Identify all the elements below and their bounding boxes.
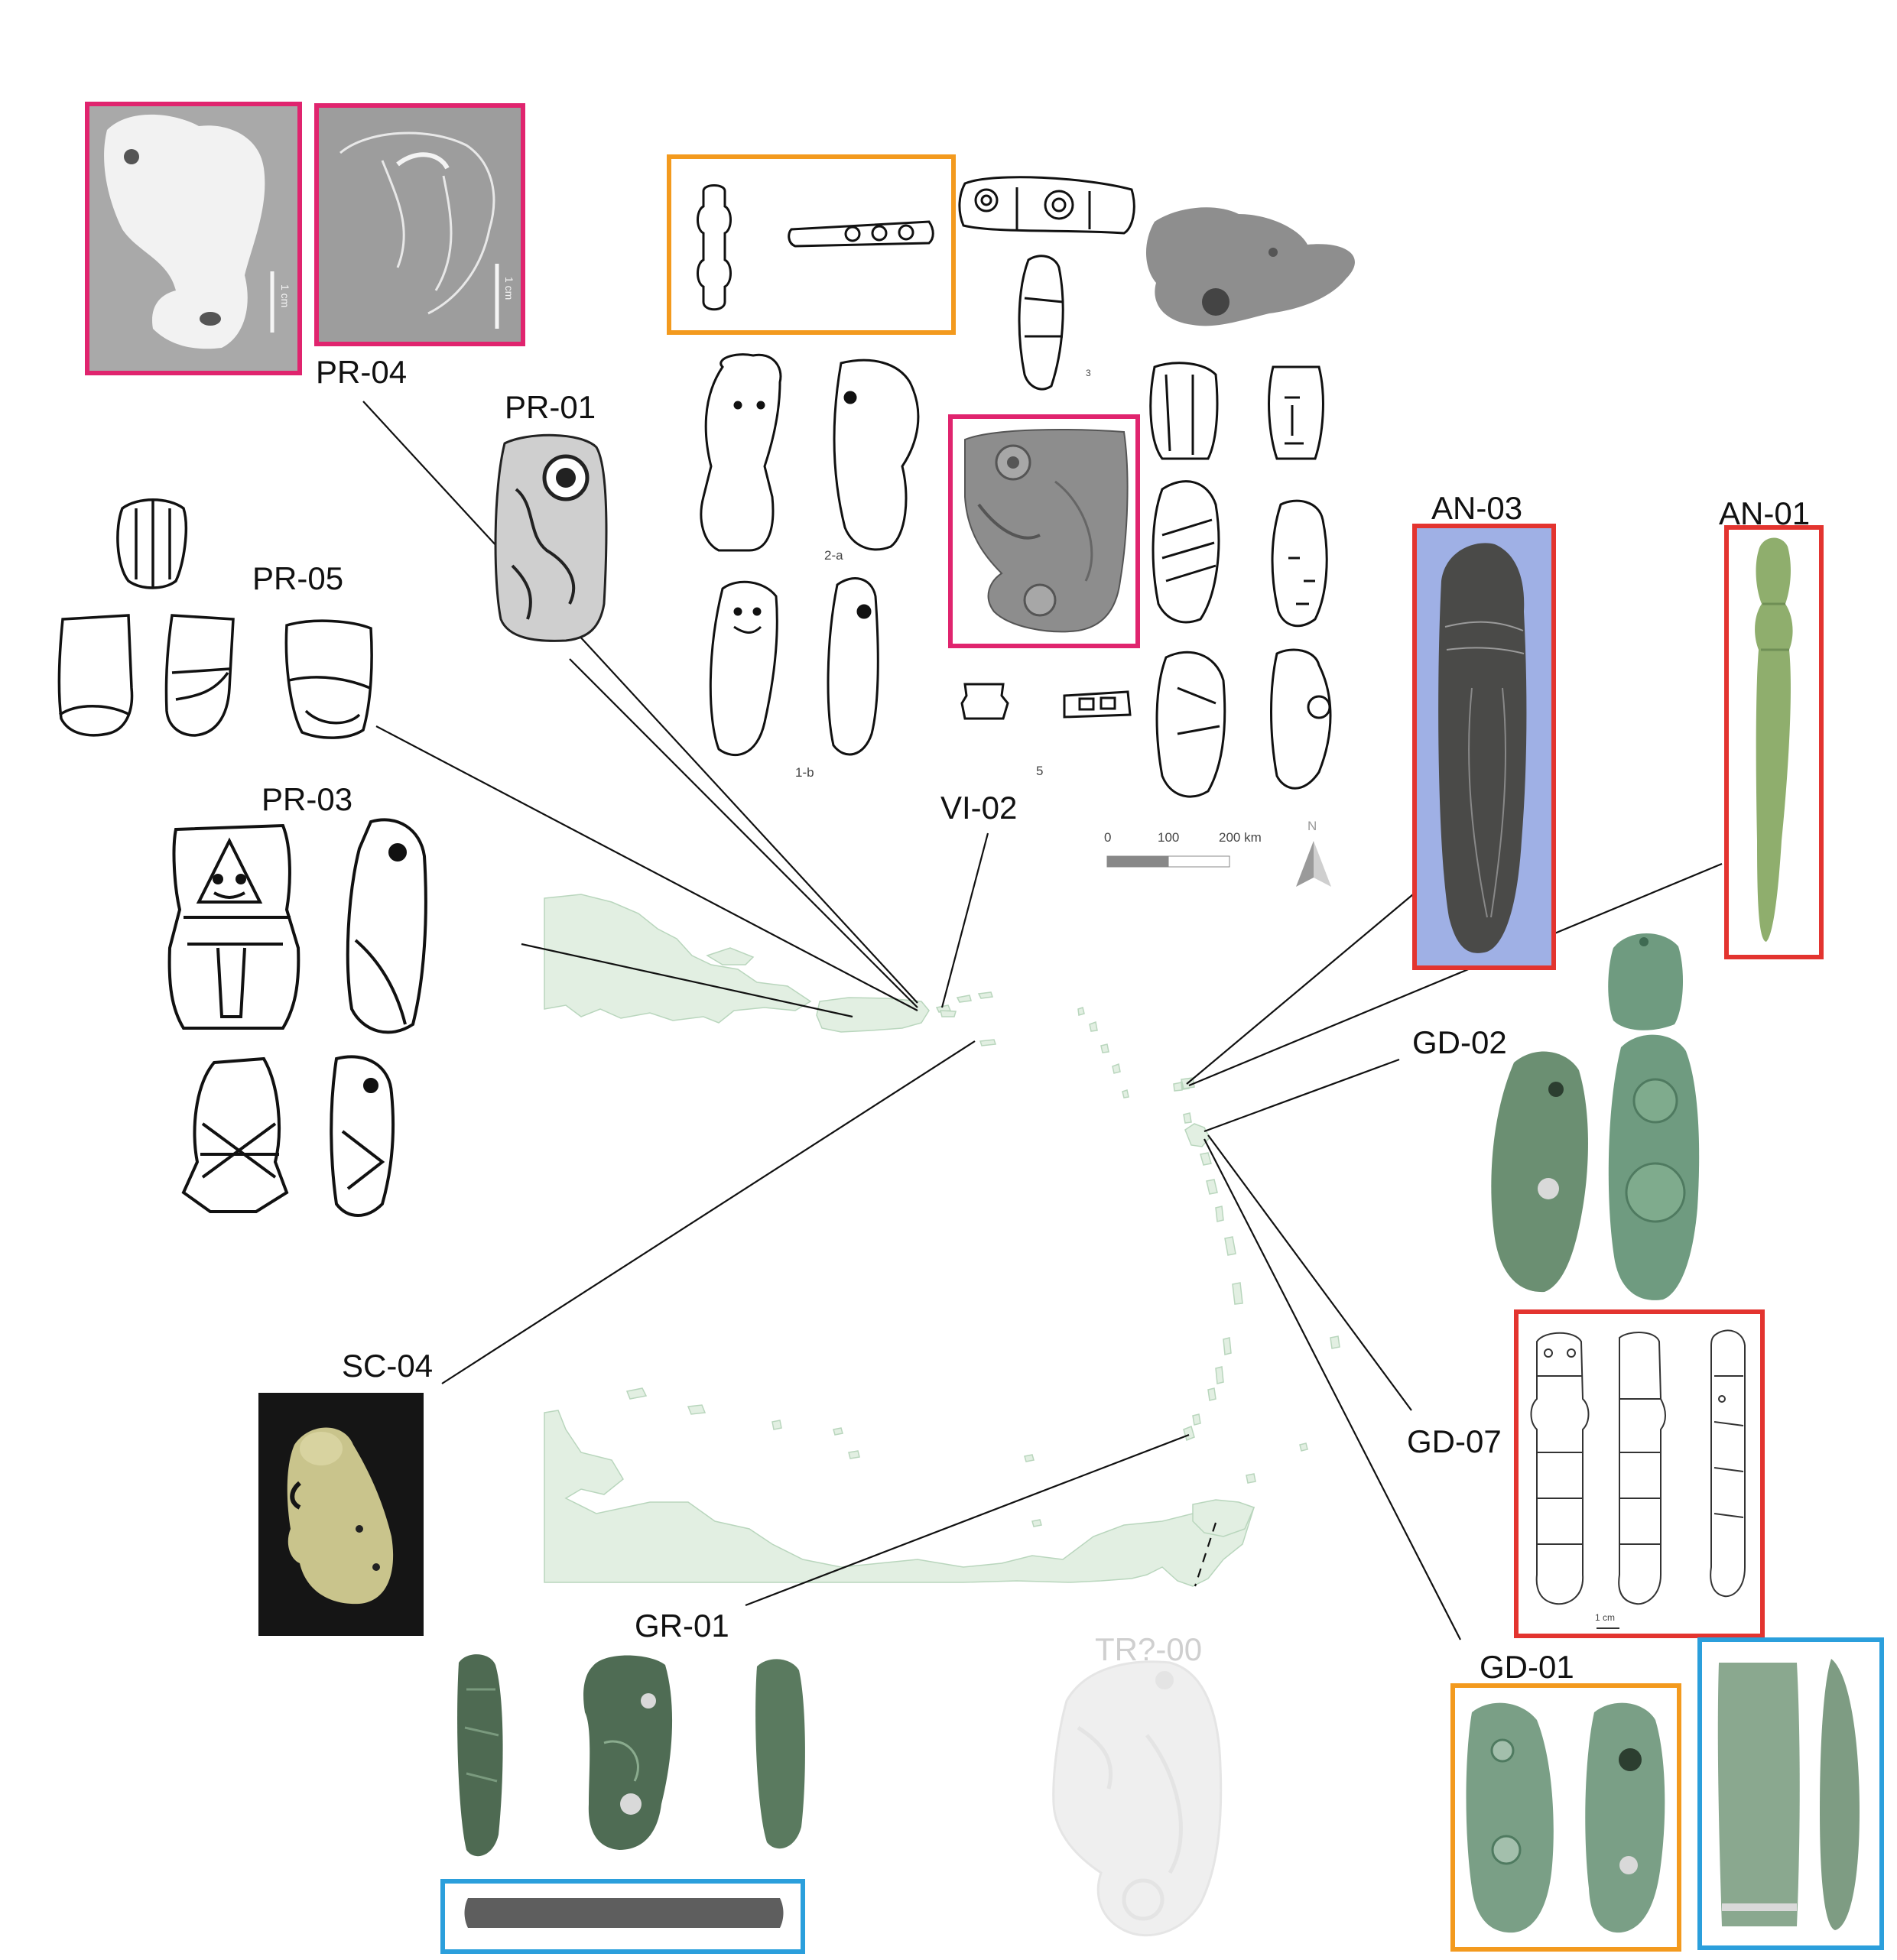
- vi02-orange-frame: [667, 154, 956, 335]
- scale-tick-200: 200 km: [1219, 830, 1262, 845]
- label-pr03: PR-03: [261, 781, 353, 817]
- gd02-frog-side: [1491, 1051, 1588, 1293]
- connector-pr04: [362, 401, 918, 1004]
- pr04-photo-1-scale: 1 cm: [279, 284, 291, 307]
- label-gd07: GD-07: [1407, 1423, 1502, 1459]
- connector-an01: [1188, 862, 1723, 1087]
- gd01-artifact-photos: [1450, 1637, 1884, 1952]
- sc04-artifact-photo: [258, 1393, 424, 1636]
- trinidad-landmass: [1192, 1499, 1255, 1537]
- pr04-photo-2-artifact: [339, 131, 495, 315]
- north-arrow-icon: [1296, 841, 1331, 887]
- south-america-coast: [544, 1410, 1255, 1587]
- connector-pr01: [569, 658, 918, 1008]
- gd07-artifact-drawings: [1514, 1309, 1765, 1638]
- gd07-scale-1cm: 1 cm: [1595, 1612, 1616, 1623]
- connector-sc04: [441, 1040, 976, 1384]
- an01-artifact-photo: [1724, 525, 1824, 959]
- label-gd02: GD-02: [1412, 1024, 1507, 1060]
- puerto-rico-landmass: [816, 997, 930, 1033]
- connector-an03: [1186, 894, 1414, 1085]
- north-letter: N: [1307, 819, 1317, 833]
- connector-gr01: [745, 1433, 1190, 1607]
- label-gr01: GR-01: [635, 1608, 729, 1644]
- hispaniola-landmass: [544, 894, 812, 1024]
- pr05-artifact-drawings: [57, 498, 373, 739]
- caribbean-map: [544, 894, 1340, 1587]
- connector-gd07: [1207, 1134, 1412, 1411]
- pr01-artifact-drawing: [494, 433, 608, 642]
- pr04-photo-2-scale: 1 cm: [503, 277, 515, 300]
- connector-tr00: [1194, 1522, 1217, 1587]
- label-vi02: VI-02: [940, 790, 1018, 826]
- vi02-photo: [948, 414, 1140, 648]
- vi02-figure-mark-2a: 2-a: [824, 548, 843, 563]
- vi02-right-drawings: [1149, 362, 1332, 798]
- pr04-photo-1-artifact: [104, 114, 265, 349]
- label-tr00: TR?-00: [1095, 1631, 1203, 1667]
- connector-gd01: [1203, 1138, 1461, 1640]
- connector-pr03: [521, 943, 853, 1018]
- pr04-artifact-group: 1 cm 1 cm: [85, 102, 525, 375]
- virgin-islands: [935, 991, 997, 1047]
- connector-lines: [362, 401, 1723, 1640]
- gd02-bead-top: [1608, 933, 1684, 1030]
- pr03-artifact-drawings: [167, 818, 427, 1217]
- scale-tick-0: 0: [1104, 830, 1112, 845]
- vi02-grey-pendant: [1145, 207, 1355, 326]
- label-pr05: PR-05: [252, 560, 344, 596]
- samana-landmass: [706, 947, 755, 965]
- map-scale-bar: [1106, 855, 1230, 868]
- pr04-photo-2-frame: [314, 103, 525, 346]
- label-pr01: PR-01: [505, 389, 596, 425]
- connector-pr05: [375, 725, 918, 1011]
- label-pr04: PR-04: [316, 354, 408, 390]
- label-an03: AN-03: [1431, 490, 1523, 526]
- connector-vi02: [940, 832, 989, 1008]
- label-an01: AN-01: [1719, 495, 1811, 531]
- gr01-artifact-photos: [440, 1654, 805, 1954]
- vi02-figure-mark-1b: 1-b: [795, 765, 814, 780]
- tr00-artifact-photo: [1052, 1660, 1223, 1936]
- vi02-figure-mark-5: 5: [1036, 764, 1044, 778]
- scale-tick-100: 100: [1158, 830, 1180, 845]
- gd02-artifact-photos: [1491, 933, 1700, 1300]
- venezuela-offshore-islands: [625, 1387, 1042, 1527]
- an03-artifact-photo: [1412, 524, 1556, 970]
- grenada-landmass: [1183, 1425, 1195, 1442]
- lesser-antilles: [1077, 1007, 1340, 1484]
- vi02-artifact-group: [667, 154, 1135, 756]
- label-sc04: SC-04: [342, 1348, 434, 1384]
- connector-gd02: [1203, 1058, 1400, 1133]
- label-gd01: GD-01: [1480, 1649, 1574, 1685]
- vi02-figure-mark-3: 3: [1086, 368, 1091, 378]
